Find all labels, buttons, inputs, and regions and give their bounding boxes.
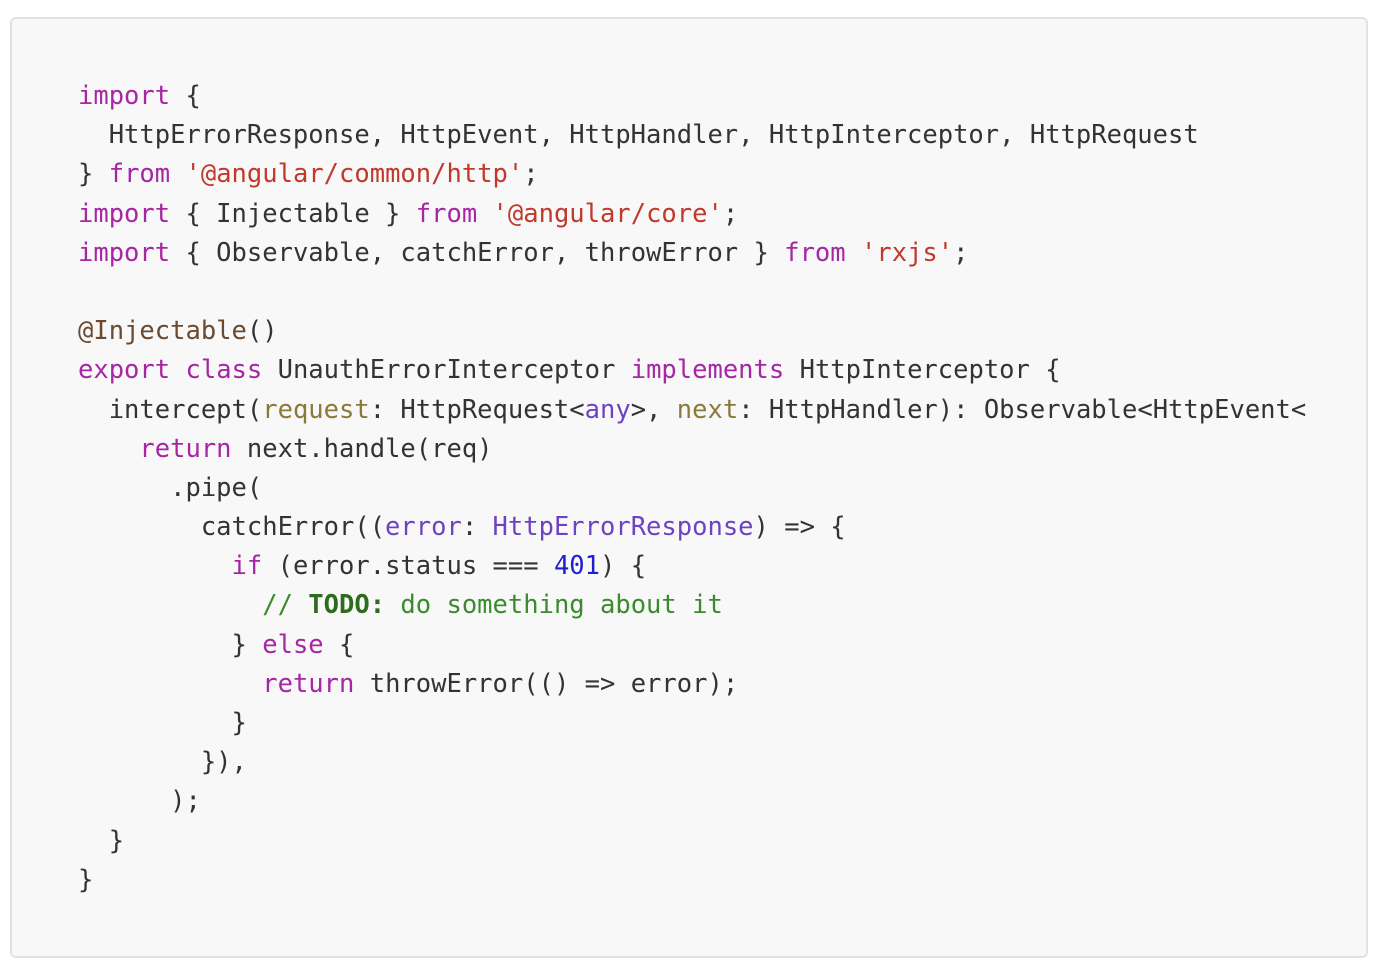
code-line: import { Observable, catchError, throwEr…	[78, 234, 1306, 273]
code-token-plain	[846, 238, 861, 268]
code-token-plain: ) {	[600, 551, 647, 582]
code-token-plain: :	[461, 512, 493, 543]
code-token-plain: HttpInterceptor {	[784, 355, 1061, 386]
code-token-kw: from	[108, 159, 171, 190]
code-token-plain: HttpErrorResponse, HttpEvent, HttpHandle…	[78, 120, 1199, 151]
code-token-plain: throwError(() => error);	[354, 668, 739, 699]
code-token-plain: : HttpHandler): Observable<HttpEvent<	[738, 394, 1307, 425]
code-token-plain: ) => {	[753, 512, 846, 543]
code-line: } else {	[78, 626, 1306, 665]
code-token-num: 401	[553, 551, 601, 582]
code-token-plain: {	[170, 81, 201, 111]
code-line: .pipe(	[78, 469, 1306, 508]
code-token-plain	[477, 199, 492, 229]
code-token-plain	[170, 159, 185, 189]
code-line: return next.handle(req)	[78, 430, 1306, 469]
code-token-plain: }	[78, 708, 247, 738]
code-token-plain: next.handle(req)	[231, 433, 493, 464]
code-token-plain: UnauthErrorInterceptor	[262, 355, 631, 386]
code-block: import { HttpErrorResponse, HttpEvent, H…	[10, 17, 1368, 958]
code-token-plain: }	[78, 864, 94, 895]
code-line: if (error.status === 401) {	[78, 547, 1306, 586]
code-token-kw: if	[231, 551, 263, 582]
code-line: }	[78, 704, 1306, 743]
code-token-param: next	[676, 394, 739, 425]
code-token-plain: ;	[523, 159, 539, 190]
code-token-plain: }	[78, 159, 109, 190]
code-line: HttpErrorResponse, HttpEvent, HttpHandle…	[78, 116, 1306, 155]
code-line: }	[78, 861, 1306, 900]
code-line: import {	[78, 77, 1306, 116]
code-token-kw: else	[262, 629, 324, 660]
code-token-kw: class	[185, 355, 263, 386]
code-line: );	[78, 782, 1306, 821]
code-token-plain: ()	[246, 316, 278, 347]
code-token-comment: do something about it	[385, 590, 723, 621]
code-line: catchError((error: HttpErrorResponse) =>…	[78, 508, 1306, 547]
code-token-param: request	[262, 394, 370, 425]
code-token-plain: }),	[78, 747, 247, 778]
code-token-plain: {	[323, 629, 355, 660]
code-token-kw: from	[784, 237, 846, 268]
code-line: intercept(request: HttpRequest<any>, nex…	[78, 391, 1307, 430]
code-token-plain	[78, 434, 139, 464]
code-token-kw: import	[78, 198, 171, 229]
code-token-kw: from	[415, 198, 478, 229]
code-line: return throwError(() => error);	[78, 665, 1306, 704]
code-token-kw: export	[78, 355, 171, 386]
code-token-type: error	[385, 512, 462, 543]
code-line: ​	[78, 273, 1306, 312]
code-token-plain: }	[78, 825, 125, 856]
code-token-str: '@angular/core'	[492, 198, 723, 229]
code-token-plain: ;	[722, 198, 739, 229]
code-token-plain: ;	[953, 237, 969, 268]
code-line: } from '@angular/common/http';	[78, 155, 1306, 194]
code-token-plain: }	[78, 629, 263, 660]
code-token-plain	[170, 355, 185, 385]
code-token-str: '@angular/common/http'	[185, 159, 524, 190]
code-token-kw: return	[262, 668, 355, 699]
code-line: // TODO: do something about it	[78, 586, 1306, 625]
code-token-plain: >,	[630, 394, 677, 425]
code-token-plain: intercept(	[78, 394, 263, 425]
code-token-deco: @Injectable	[78, 316, 247, 347]
code-token-str: 'rxjs'	[861, 237, 954, 268]
code-line: import { Injectable } from '@angular/cor…	[78, 195, 1306, 234]
code-line: }),	[78, 743, 1306, 782]
code-token-todo: TODO:	[308, 590, 386, 621]
code-token-kw: return	[139, 433, 232, 464]
code-token-kw: implements	[630, 355, 785, 386]
code-token-plain: : HttpRequest<	[369, 394, 585, 425]
code-token-plain: .pipe(	[78, 472, 263, 503]
code-line: export class UnauthErrorInterceptor impl…	[78, 351, 1306, 390]
code-token-plain	[78, 669, 262, 699]
code-token-plain: );	[78, 786, 201, 817]
code-token-plain: { Observable, catchError, throwError }	[170, 237, 785, 268]
code-token-type: HttpErrorResponse	[492, 512, 754, 543]
code-token-plain: (error.status ===	[262, 551, 554, 582]
code-token-type: any	[584, 394, 631, 425]
code-token-plain	[78, 551, 232, 581]
code-token-kw: import	[78, 237, 171, 268]
code-token-comment: //	[262, 590, 309, 621]
code-content: import { HttpErrorResponse, HttpEvent, H…	[78, 77, 1306, 900]
code-line: @Injectable()	[78, 312, 1306, 351]
code-token-plain	[78, 590, 262, 620]
code-token-kw: import	[78, 81, 171, 111]
code-line: }	[78, 822, 1306, 861]
code-token-plain: { Injectable }	[170, 198, 416, 229]
code-token-plain: catchError((	[78, 512, 386, 543]
